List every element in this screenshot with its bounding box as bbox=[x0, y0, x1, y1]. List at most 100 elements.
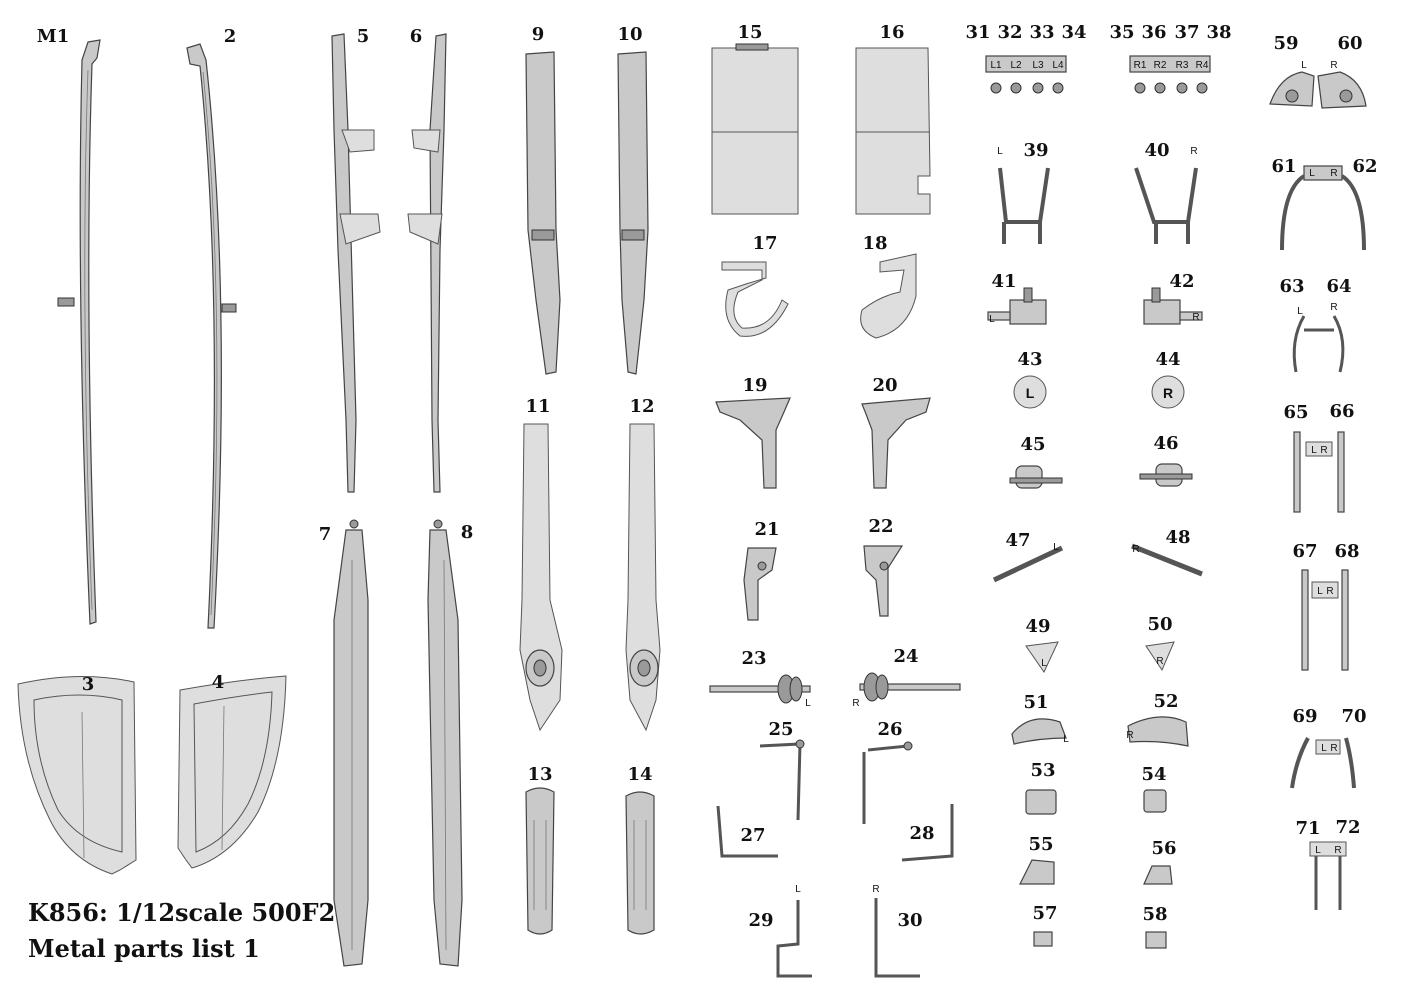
tag-L1: L1 bbox=[990, 60, 1002, 71]
tag-L-67: L bbox=[1317, 586, 1323, 597]
part-69-70-graphic bbox=[1290, 737, 1356, 789]
part-number-39: 39 bbox=[1023, 140, 1048, 161]
part-number-67: 67 bbox=[1292, 541, 1317, 562]
part-28-graphic bbox=[901, 804, 954, 862]
part-number-45: 45 bbox=[1020, 434, 1045, 455]
part-number-23: 23 bbox=[741, 648, 766, 669]
part-number-14: 14 bbox=[627, 764, 652, 785]
part-2-graphic bbox=[186, 43, 237, 629]
part-45-graphic bbox=[1009, 465, 1063, 489]
tag-R-30: R bbox=[872, 884, 879, 895]
part-48-graphic bbox=[1131, 543, 1203, 577]
tag-L3: L3 bbox=[1032, 60, 1044, 71]
part-54-graphic bbox=[1143, 789, 1167, 813]
part-51-graphic bbox=[1011, 718, 1067, 745]
part-3-graphic bbox=[17, 675, 137, 875]
tag-R-62: R bbox=[1330, 168, 1337, 179]
part-number-54: 54 bbox=[1141, 764, 1166, 785]
tag-L-71: L bbox=[1315, 845, 1321, 856]
part-number-32: 32 bbox=[997, 22, 1022, 43]
part-number-49: 49 bbox=[1025, 616, 1050, 637]
tag-R4: R4 bbox=[1196, 60, 1209, 71]
tag-L-49: L bbox=[1041, 658, 1047, 669]
part-61-62-graphic bbox=[1280, 165, 1366, 251]
part-number-13: 13 bbox=[527, 764, 552, 785]
part-number-6: 6 bbox=[410, 26, 423, 47]
part-number-69: 69 bbox=[1292, 706, 1317, 727]
part-number-52: 52 bbox=[1153, 691, 1178, 712]
part-number-46: 46 bbox=[1153, 433, 1178, 454]
tag-L-61: L bbox=[1309, 168, 1315, 179]
part-number-71: 71 bbox=[1295, 818, 1320, 839]
part-16-graphic bbox=[855, 47, 931, 215]
part-65-66-graphic bbox=[1293, 431, 1345, 513]
part-number-61: 61 bbox=[1271, 156, 1296, 177]
part-4-graphic bbox=[177, 675, 287, 869]
tag-R-70: R bbox=[1330, 743, 1337, 754]
part-number-47: 47 bbox=[1005, 530, 1030, 551]
part-22-graphic bbox=[863, 545, 904, 617]
tag-R-48: R bbox=[1132, 544, 1139, 555]
part-number-34: 34 bbox=[1061, 22, 1086, 43]
part-number-42: 42 bbox=[1169, 271, 1194, 292]
tag-L-51: L bbox=[1063, 734, 1069, 745]
part-50-graphic bbox=[1145, 641, 1175, 672]
part-15-graphic bbox=[711, 43, 799, 215]
tag-L-29: L bbox=[795, 884, 801, 895]
part-number-60: 60 bbox=[1337, 33, 1362, 54]
part-23-graphic bbox=[709, 674, 811, 704]
tag-R-52: R bbox=[1126, 730, 1133, 741]
part-number-62: 62 bbox=[1352, 156, 1377, 177]
part-number-44: 44 bbox=[1155, 349, 1180, 370]
part-number-33: 33 bbox=[1029, 22, 1054, 43]
part-number-31: 31 bbox=[965, 22, 990, 43]
part-number-53: 53 bbox=[1030, 760, 1055, 781]
part-43-graphic bbox=[1013, 375, 1047, 409]
part-57-graphic bbox=[1033, 931, 1053, 947]
part-number-36: 36 bbox=[1141, 22, 1166, 43]
tag-R-40: R bbox=[1190, 146, 1197, 157]
part-number-40: 40 bbox=[1144, 140, 1169, 161]
part-44-graphic bbox=[1151, 375, 1185, 409]
part-number-70: 70 bbox=[1341, 706, 1366, 727]
part-17-graphic bbox=[721, 261, 789, 337]
part-number-11: 11 bbox=[525, 396, 550, 417]
part-number-65: 65 bbox=[1283, 402, 1308, 423]
part-30-graphic bbox=[874, 898, 920, 978]
part-29-graphic bbox=[776, 900, 812, 978]
tag-R3: R3 bbox=[1176, 60, 1189, 71]
part-number-16: 16 bbox=[879, 22, 904, 43]
part-number-8: 8 bbox=[461, 522, 474, 543]
tag-R1: R1 bbox=[1134, 60, 1147, 71]
part-number-55: 55 bbox=[1028, 834, 1053, 855]
part-9-graphic bbox=[525, 51, 561, 375]
tag-R-24: R bbox=[852, 698, 859, 709]
part-47-graphic bbox=[992, 545, 1064, 583]
part-number-10: 10 bbox=[617, 24, 642, 45]
part-31-34-graphic bbox=[985, 55, 1067, 94]
part-53-graphic bbox=[1025, 789, 1057, 815]
part-18-graphic bbox=[860, 253, 917, 339]
part-number-3: 3 bbox=[82, 674, 95, 695]
part-25-graphic bbox=[759, 739, 805, 821]
tag-R-44: R bbox=[1163, 385, 1173, 401]
part-56-graphic bbox=[1143, 865, 1173, 885]
part-number-5: 5 bbox=[357, 26, 370, 47]
tag-L4: L4 bbox=[1052, 60, 1064, 71]
part-7-graphic bbox=[333, 519, 369, 967]
part-58-graphic bbox=[1145, 931, 1167, 949]
tag-L-41: L bbox=[989, 314, 995, 325]
part-number-17: 17 bbox=[752, 233, 777, 254]
part-number-56: 56 bbox=[1151, 838, 1176, 859]
tag-R-42: R bbox=[1192, 312, 1199, 323]
tag-L-43: L bbox=[1026, 385, 1035, 401]
part-number-48: 48 bbox=[1165, 527, 1190, 548]
part-55-graphic bbox=[1019, 859, 1055, 885]
tag-L-59: L bbox=[1301, 60, 1307, 71]
part-number-43: 43 bbox=[1017, 349, 1042, 370]
tag-R-68: R bbox=[1326, 586, 1333, 597]
part-number-58: 58 bbox=[1142, 904, 1167, 925]
part-number-26: 26 bbox=[877, 719, 902, 740]
part-63-64-graphic bbox=[1292, 315, 1345, 373]
part-number-66: 66 bbox=[1329, 401, 1354, 422]
